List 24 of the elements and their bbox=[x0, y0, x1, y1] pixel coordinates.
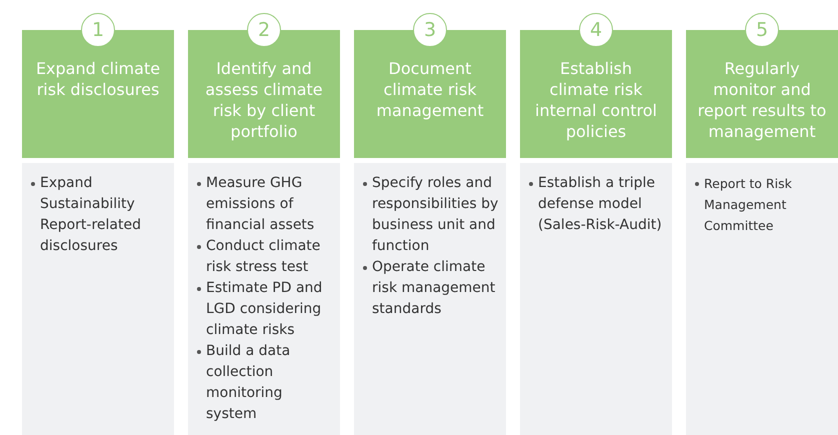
step-title: Document climate risk management bbox=[376, 59, 484, 120]
bullet-item: Establish a triple defense model (Sales-Risk-Audit) bbox=[528, 173, 666, 236]
bullet-item: Specify roles and responsibilities by business unit and function bbox=[362, 173, 500, 257]
bullet-item: Estimate PD and LGD considering climate risks bbox=[196, 278, 334, 341]
bullet-item: Measure GHG emissions of financial assets bbox=[196, 173, 334, 236]
step-details-panel bbox=[188, 163, 340, 435]
step-number: 1 bbox=[81, 13, 115, 47]
bullet-item: Report to Risk Management Committee bbox=[694, 173, 832, 236]
bullet-item: Build a data collection monitoring system bbox=[196, 341, 334, 425]
step-title: Identify and assess climate risk by client portfolio bbox=[205, 59, 323, 141]
step-title: Establish climate risk internal control policies bbox=[535, 59, 657, 141]
step-title: Regularly monitor and report results to management bbox=[698, 59, 826, 141]
step-number: 5 bbox=[745, 13, 779, 47]
step-number: 4 bbox=[579, 13, 613, 47]
step-title: Expand climate risk disclosures bbox=[36, 59, 160, 99]
step-details-panel bbox=[520, 163, 672, 435]
bullet-item: Expand Sustainability Report-related disclosures bbox=[30, 173, 168, 257]
bullet-item: Operate climate risk management standards bbox=[362, 257, 500, 320]
bullet-item: Conduct climate risk stress test bbox=[196, 236, 334, 278]
step-number: 2 bbox=[247, 13, 281, 47]
step-number: 3 bbox=[413, 13, 447, 47]
step-details-panel bbox=[22, 163, 174, 435]
step-details-panel bbox=[686, 163, 838, 435]
step-details-panel bbox=[354, 163, 506, 435]
